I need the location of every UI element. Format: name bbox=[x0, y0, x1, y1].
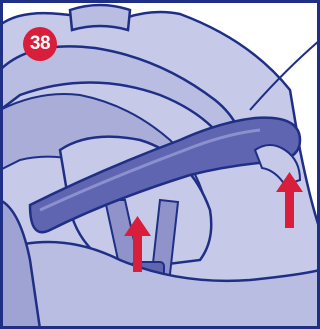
step-number-badge: 38 bbox=[23, 27, 57, 61]
step-number: 38 bbox=[30, 33, 50, 54]
headrest-cap bbox=[70, 5, 130, 30]
